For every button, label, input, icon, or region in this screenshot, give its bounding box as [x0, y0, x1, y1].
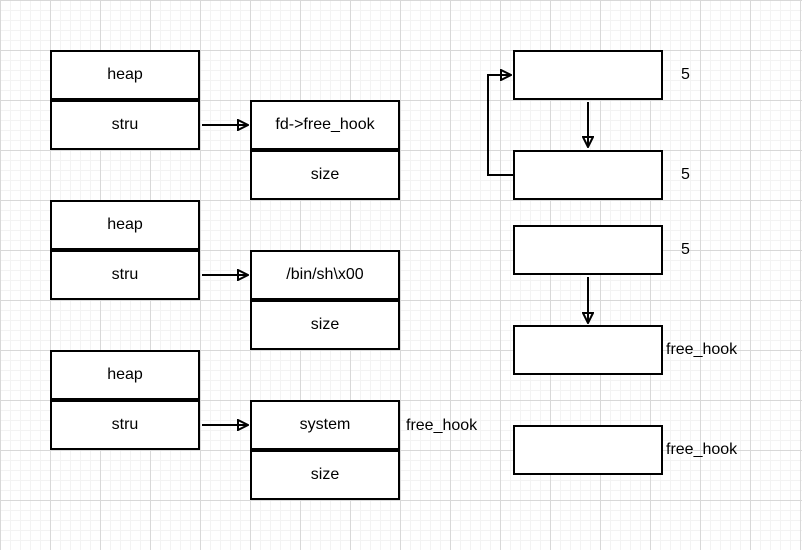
label-system-target: free_hook	[406, 417, 478, 434]
label-chunk3-size: 5	[681, 241, 690, 258]
node-size-1: size	[250, 150, 400, 200]
arrow-chunk2-loop-to-chunk1	[487, 75, 513, 176]
node-chunk-1	[513, 50, 663, 100]
node-system: system	[250, 400, 400, 450]
node-size-2: size	[250, 300, 400, 350]
node-stru-2: stru	[50, 250, 200, 300]
node-fd-free-hook: fd->free_hook	[250, 100, 400, 150]
node-stru-3: stru	[50, 400, 200, 450]
node-chunk-5	[513, 425, 663, 475]
label-chunk2-size: 5	[681, 166, 690, 183]
node-chunk-2	[513, 150, 663, 200]
label-chunk1-size: 5	[681, 66, 690, 83]
node-stru-1: stru	[50, 100, 200, 150]
node-chunk-3	[513, 225, 663, 275]
node-heap-2: heap	[50, 200, 200, 250]
node-heap-1: heap	[50, 50, 200, 100]
label-chunk5-name: free_hook	[666, 441, 738, 458]
node-bin-sh: /bin/sh\x00	[250, 250, 400, 300]
node-chunk-4	[513, 325, 663, 375]
node-heap-3: heap	[50, 350, 200, 400]
label-chunk4-name: free_hook	[666, 341, 738, 358]
node-size-3: size	[250, 450, 400, 500]
